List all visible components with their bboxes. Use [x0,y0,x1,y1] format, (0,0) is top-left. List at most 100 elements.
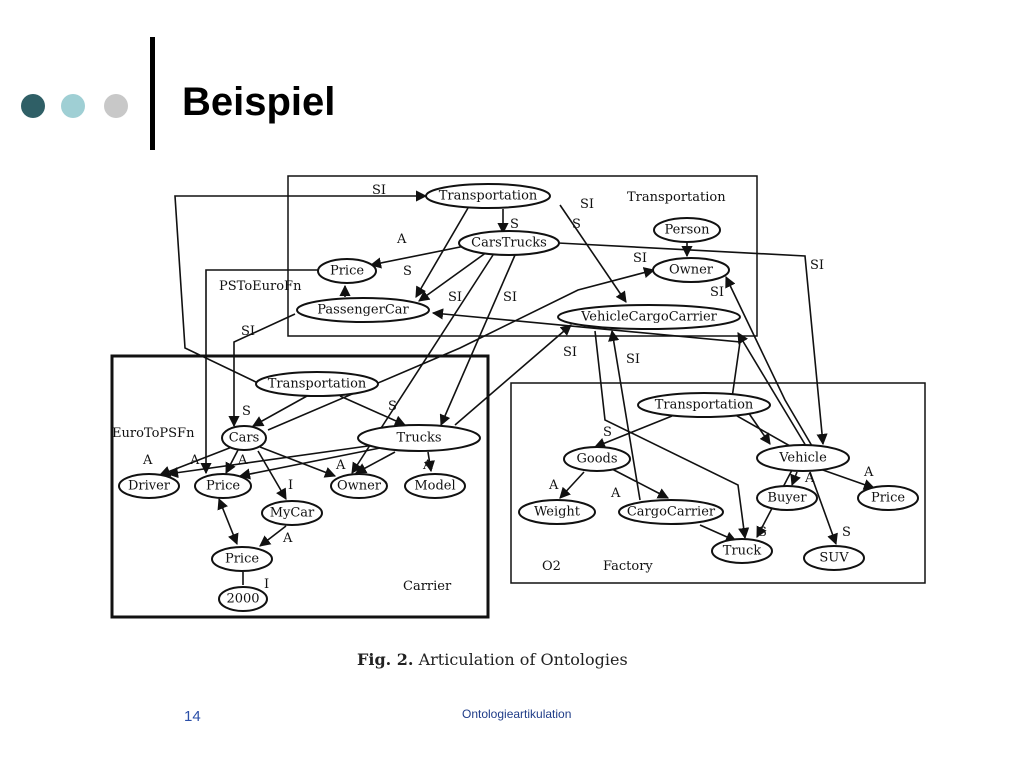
edge [608,329,641,501]
edge [423,451,435,473]
node-label: Price [206,479,240,494]
node-c-model: Model [404,473,466,499]
edge [790,471,801,487]
node-t-passengercar: PassengerCar [296,297,430,323]
node-c-trucks: Trucks [357,424,481,452]
edge-label: S [572,217,581,232]
node-f-suv: SUV [803,545,865,571]
edge [418,251,488,302]
node-t-transportation: Transportation [425,183,551,209]
node-label: Goods [576,452,617,467]
node-label: Person [665,223,711,238]
edge-label: A [237,453,248,468]
edge-label: S [842,525,851,540]
edge-label: A [189,453,200,468]
edge [594,330,750,540]
node-f-truck: Truck [711,538,773,564]
edge [257,450,287,500]
node-label: PassengerCar [317,303,409,318]
edge [238,447,381,480]
box-label: O2 [542,559,561,574]
edge [252,395,308,427]
node-label: SUV [819,551,849,566]
box-factory: O2 Factory [510,382,926,584]
edge-label: PSToEuroFn [219,279,302,294]
node-label: Price [871,491,905,506]
node-label: Driver [128,479,171,494]
edge [611,468,669,499]
slide-decoration [21,94,128,118]
edge [339,395,407,427]
edge [559,204,627,303]
slide-footer: Ontologieartikulation [462,707,572,721]
slide-title: Beispiel [182,80,336,124]
edge [454,324,572,426]
node-label: Transportation [655,398,754,413]
edge-label: A [335,458,346,473]
edge-label: SI [563,345,577,360]
edge-label: SI [448,290,462,305]
slide-number: 14 [184,708,201,725]
edge-label: I [264,577,269,592]
node-c-price2: Price [211,546,273,572]
edges [158,190,876,585]
node-label: Transportation [439,189,538,204]
node-label: Cars [229,431,260,446]
decoration-dot-light [61,94,85,118]
edge-label: S [242,404,251,419]
node-t-price: Price [317,258,377,284]
edge [819,468,876,490]
edge [559,471,585,499]
edge [415,207,469,298]
node-c-transportation: Transportation [255,371,379,397]
decoration-dot-dark [21,94,45,118]
figure-caption-label: Fig. 2. [357,650,414,669]
edge-label: SI [241,324,255,339]
node-f-weight: Weight [518,499,596,525]
edge-label: S [603,425,612,440]
title-divider [150,37,155,150]
node-t-carstrucks: CarsTrucks [458,230,560,256]
edge-label: S [510,217,519,232]
edge [174,190,428,384]
edge [369,244,471,269]
edge [200,269,318,475]
node-c-mycar: MyCar [261,500,323,526]
node-label: Transportation [268,377,367,392]
edge-label: SI [503,290,517,305]
node-t-vehiclecargocarrier: VehicleCargoCarrier [557,304,741,330]
node-label: Model [414,479,455,494]
node-label: Owner [669,263,714,278]
edge-label: A [804,471,815,486]
edge-label: A [863,465,874,480]
node-label: MyCar [270,506,315,521]
figure-caption: Fig. 2. Articulation of Ontologies [357,650,628,669]
edge-label: SI [372,183,386,198]
node-c-driver: Driver [118,473,180,499]
node-c-owner: Owner [330,473,388,499]
box-label: Factory [603,559,653,574]
edge-label: SI [633,251,647,266]
box-label: Carrier [403,579,452,594]
node-label: Buyer [767,491,807,506]
edge [225,449,239,474]
edge-label: SI [710,285,724,300]
node-label: 2000 [226,592,259,607]
node-label: CarsTrucks [471,236,547,251]
node-t-owner: Owner [652,257,730,283]
node-f-transportation: Transportation [637,392,771,418]
node-f-buyer: Buyer [756,485,818,511]
edge [593,415,673,449]
edge-labels: S S A S S S A A I A A A A I S A A A A S … [112,183,874,592]
edge [725,275,813,447]
node-label: Trucks [396,431,441,446]
node-label: Price [330,264,364,279]
edge-label: S [403,264,412,279]
edge [259,446,337,478]
edge [699,524,738,543]
box-transportation: Transportation [287,175,758,337]
node-label: Vehicle [778,451,827,466]
nodes: Transportation CarsTrucks Person Price O… [118,183,919,612]
box-label: Transportation [627,190,726,205]
box-carrier: Carrier [110,354,490,619]
